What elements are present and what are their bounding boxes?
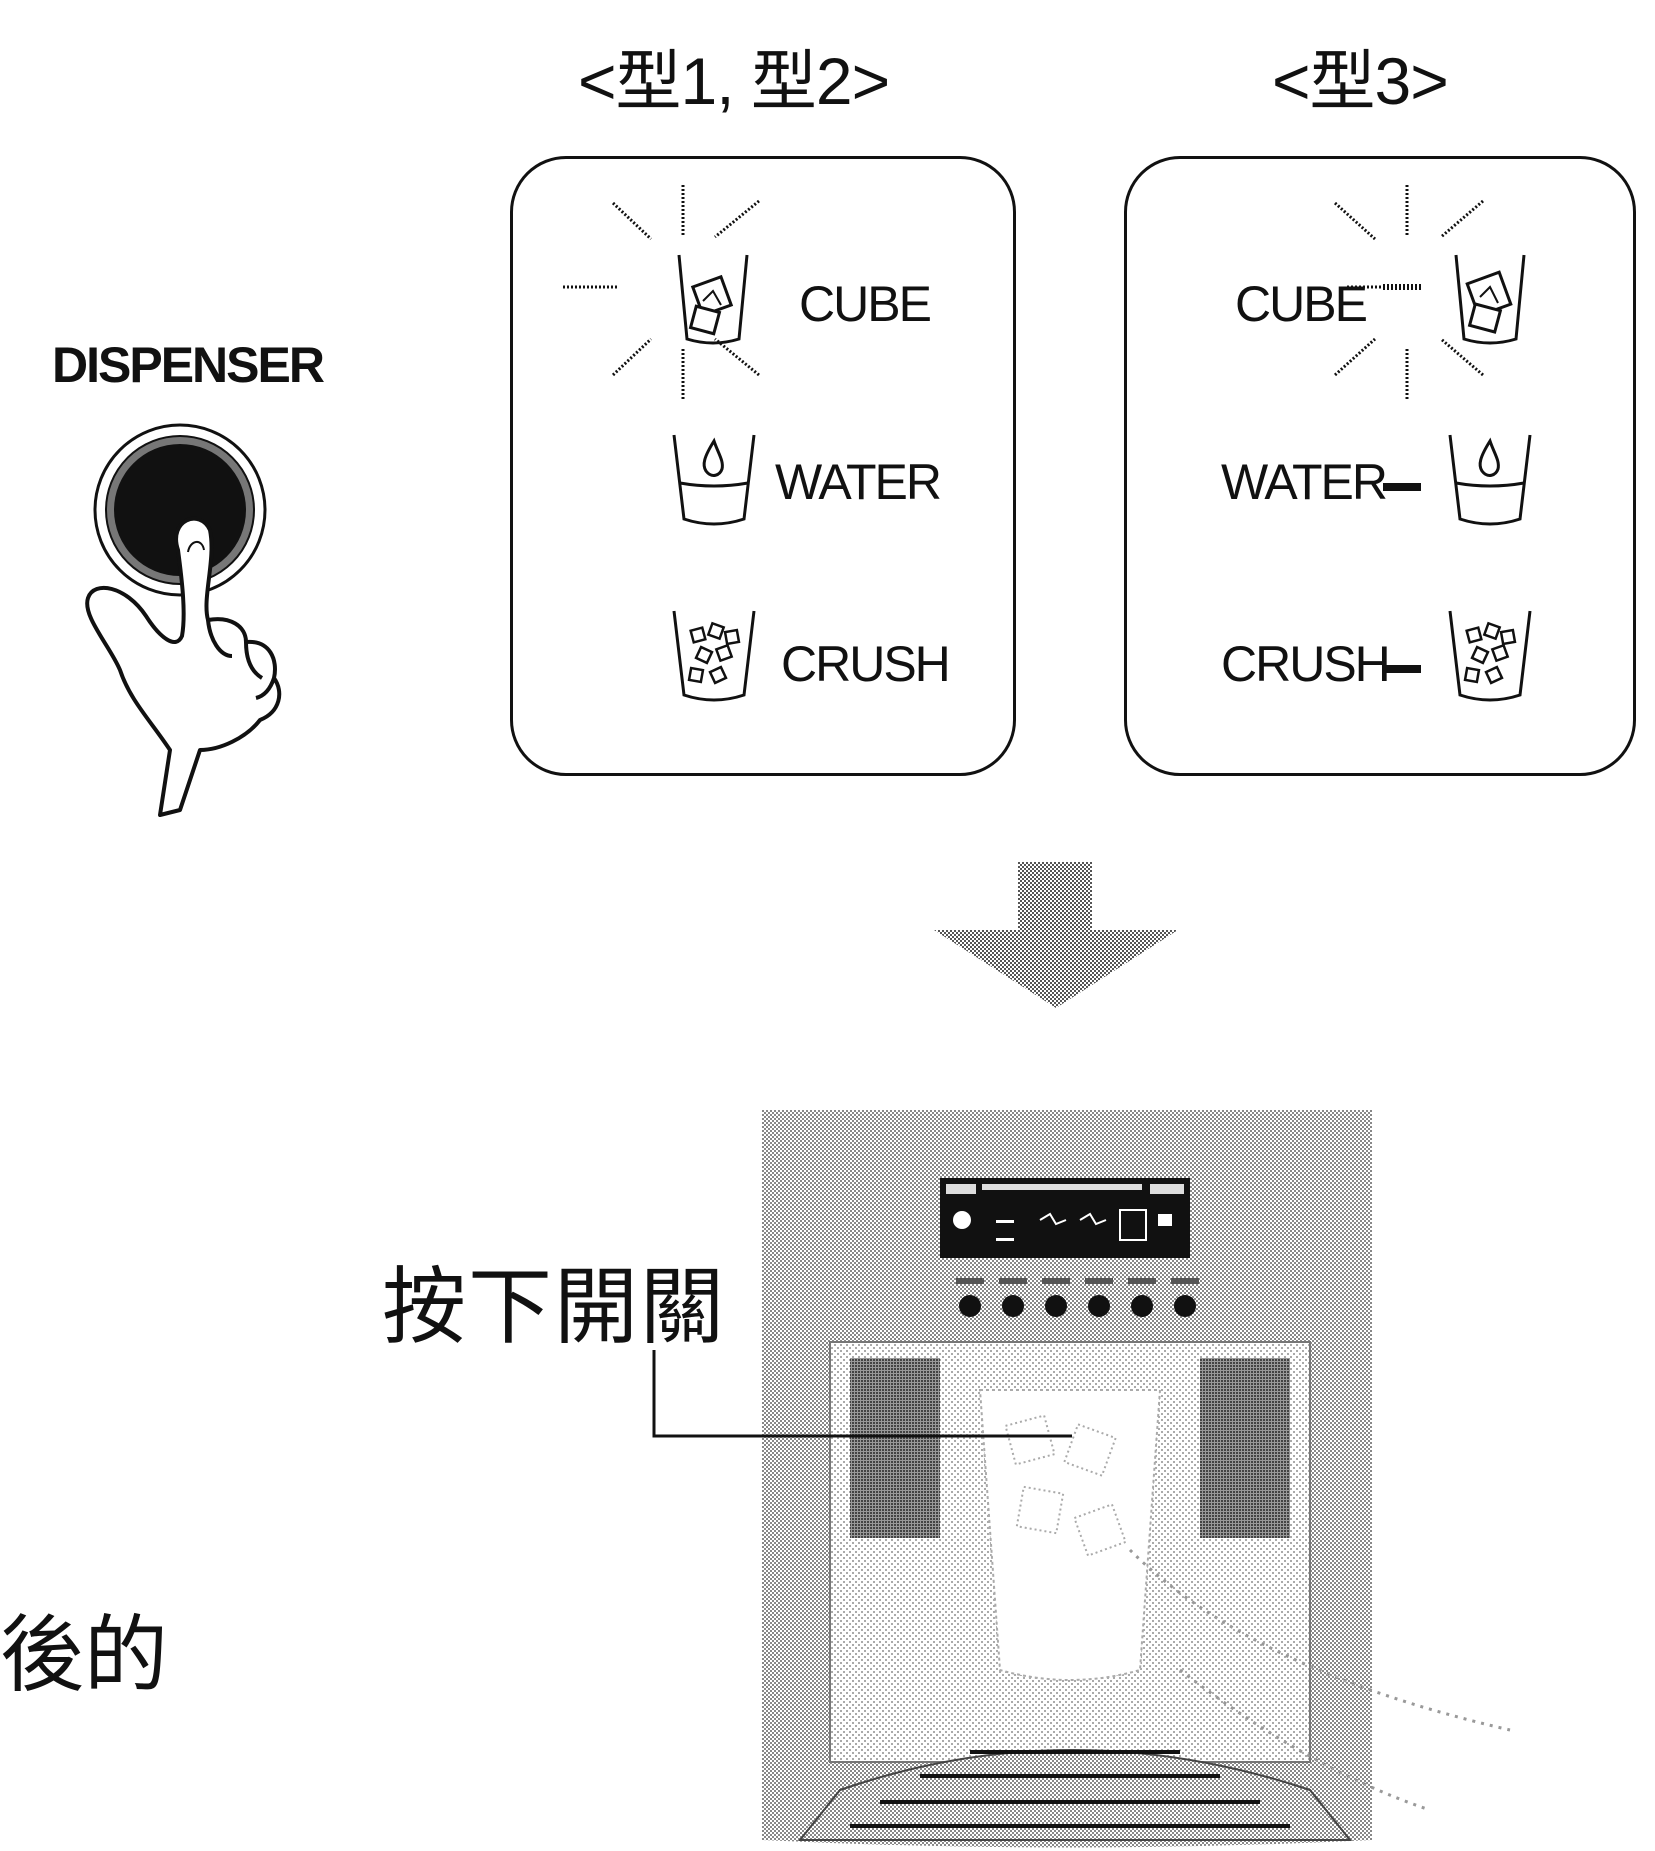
- type3-cube-label: CUBE: [1235, 276, 1368, 332]
- water-cup-icon: [672, 434, 756, 526]
- panel-type12: CUBE WATER CRUSH: [510, 156, 1016, 776]
- cube-connector-line: [1383, 284, 1421, 290]
- ice-cube-cup-icon: [677, 254, 749, 345]
- press-switch-label: 按下開關: [382, 1258, 727, 1356]
- type12-water-label: WATER: [775, 454, 942, 510]
- selected-rays-icon: [1333, 185, 1484, 399]
- type3-crush-label: CRUSH: [1221, 636, 1391, 692]
- refrigerator-dispenser-illustration: [762, 1110, 1511, 1848]
- pressing-hand-icon: [85, 516, 282, 817]
- selected-rays-icon: [563, 185, 760, 399]
- side-text: 後的: [0, 1606, 169, 1704]
- crushed-ice-cup-icon: [1448, 610, 1532, 702]
- type12-crush-label: CRUSH: [781, 636, 951, 692]
- type3-heading: <型3>: [1272, 44, 1449, 118]
- dispenser-label: DISPENSER: [52, 337, 325, 393]
- ice-cube-cup-icon: [1454, 254, 1526, 345]
- callout-leader-line: [652, 1350, 1072, 1438]
- dispenser-button[interactable]: [70, 420, 310, 820]
- type12-heading: <型1, 型2>: [578, 44, 890, 118]
- panel-type3: CUBE WATER CRUSH: [1124, 156, 1636, 776]
- water-connector-line: [1383, 483, 1421, 491]
- water-cup-icon: [1448, 434, 1532, 526]
- crush-connector-line: [1383, 665, 1421, 673]
- type12-cube-label: CUBE: [799, 276, 932, 332]
- crushed-ice-cup-icon: [672, 610, 756, 702]
- down-arrow-icon: [934, 862, 1178, 1008]
- type3-water-label: WATER: [1221, 454, 1388, 510]
